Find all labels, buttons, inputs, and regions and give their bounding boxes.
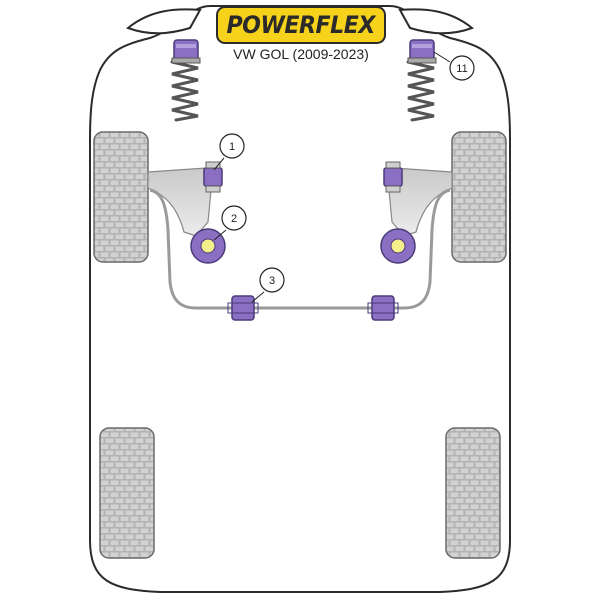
left-wishbone-front-bushing — [203, 161, 223, 193]
left-anti-roll-bar-bushing — [227, 295, 259, 321]
anti-roll-bar — [149, 188, 451, 310]
left-spring-top-bushing — [171, 39, 201, 64]
callout-3-number: 3 — [269, 275, 275, 287]
callout-1-number: 1 — [229, 141, 235, 153]
left-coil-spring — [170, 60, 199, 122]
front-right-tyre — [451, 131, 507, 263]
callout-11: 11 — [433, 51, 475, 81]
logo-text: POWERFLEX — [226, 11, 376, 39]
right-coil-spring — [406, 60, 435, 122]
vehicle-title: VW GOL (2009-2023) — [233, 46, 369, 62]
left-wishbone-arm — [147, 167, 213, 237]
powerflex-logo: POWERFLEX — [216, 6, 386, 44]
callout-2: 2 — [213, 205, 247, 241]
left-top-cutout — [126, 8, 202, 35]
callout-2-number: 2 — [231, 213, 237, 225]
car-body-outline — [89, 5, 511, 593]
left-wishbone-rear-bushing — [190, 228, 226, 264]
right-spring-top-bushing — [407, 39, 437, 64]
right-top-cutout — [398, 8, 474, 35]
rear-right-tyre — [445, 427, 501, 559]
callout-1: 1 — [213, 133, 245, 171]
callout-11-number: 11 — [456, 63, 467, 75]
rear-left-tyre — [99, 427, 155, 559]
right-anti-roll-bar-bushing — [367, 295, 399, 321]
right-wishbone-rear-bushing — [380, 228, 416, 264]
right-wishbone-front-bushing — [383, 161, 403, 193]
front-left-tyre — [93, 131, 149, 263]
callout-3: 3 — [251, 267, 285, 303]
